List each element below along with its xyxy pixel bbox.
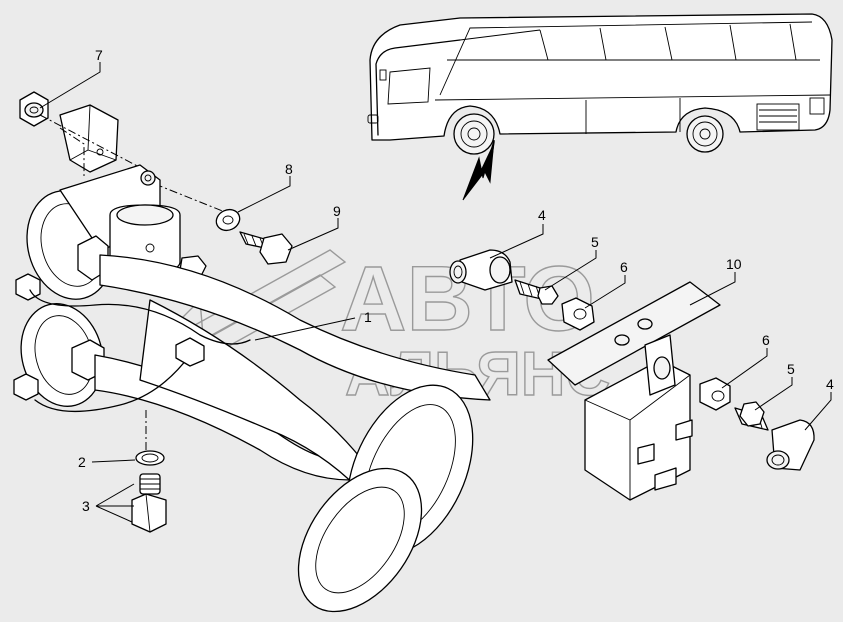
callout-1: 1 bbox=[364, 309, 372, 325]
bus-illustration bbox=[367, 13, 833, 201]
fitting-part-3 bbox=[131, 473, 167, 533]
bus-front-wheel bbox=[453, 113, 495, 155]
callout-3: 3 bbox=[82, 498, 90, 514]
callout-5-right: 5 bbox=[787, 361, 795, 377]
mounting-bracket bbox=[59, 104, 119, 173]
elbow-part-4-left bbox=[449, 249, 513, 291]
leader-lines bbox=[39, 62, 832, 523]
callout-2: 2 bbox=[78, 454, 86, 470]
bus-rear-wheel bbox=[686, 115, 724, 153]
callout-labels: 7 8 9 1 2 3 4 5 6 10 6 5 4 bbox=[78, 47, 834, 514]
callout-9: 9 bbox=[333, 203, 341, 219]
nut-part-6-left bbox=[561, 297, 595, 331]
elbow-part-4-right bbox=[766, 419, 815, 471]
callout-5-left: 5 bbox=[591, 234, 599, 250]
callout-4-right: 4 bbox=[826, 376, 834, 392]
nipple-part-5-left bbox=[514, 279, 559, 305]
callout-8: 8 bbox=[285, 161, 293, 177]
callout-4-left: 4 bbox=[538, 207, 546, 223]
location-arrow-icon bbox=[462, 139, 495, 201]
air-horn-assembly bbox=[13, 164, 491, 613]
nipple-part-5-right bbox=[734, 401, 769, 431]
callout-7: 7 bbox=[95, 47, 103, 63]
bolt-part-9 bbox=[239, 231, 293, 265]
callout-6-right: 6 bbox=[762, 332, 770, 348]
callout-6-left: 6 bbox=[620, 259, 628, 275]
washer-part-8 bbox=[215, 208, 241, 232]
nut-part-6-right bbox=[699, 377, 731, 411]
callout-10: 10 bbox=[726, 256, 742, 272]
sealing-washer-part-2 bbox=[135, 450, 165, 466]
nut-part-7 bbox=[19, 91, 49, 127]
solenoid-valve-part-10 bbox=[547, 281, 721, 501]
